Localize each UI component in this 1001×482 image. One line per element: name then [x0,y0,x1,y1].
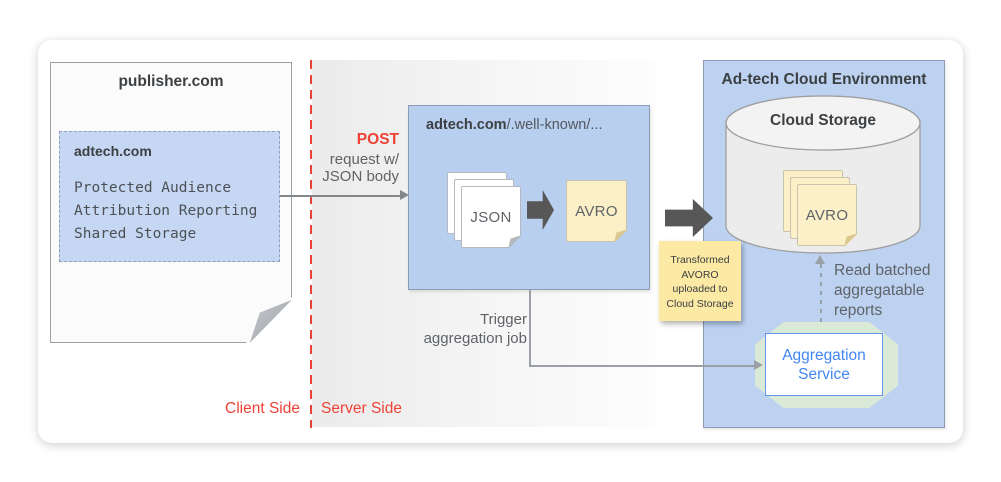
json-doc-label: JSON [470,208,512,226]
adtech-apis-title: adtech.com [74,143,152,159]
api-list: Protected Audience Attribution Reporting… [74,177,274,246]
cloud-environment-title: Ad-tech Cloud Environment [721,71,927,88]
trigger-connector-vertical [529,290,531,366]
endpoint-title: adtech.com/.well-known/... [426,117,603,133]
read-reports-arrow-line [820,264,822,338]
avro-stack-label: AVRO [805,206,849,224]
sticky-note-line2: AVORO [681,268,719,281]
client-server-divider [310,60,312,428]
api-line-protected-audience: Protected Audience [74,180,232,196]
post-request-label: POST request w/ JSON body [300,131,399,185]
api-line-attribution-reporting: Attribution Reporting [74,203,258,219]
trigger-label: Trigger aggregation job [390,310,527,348]
json-doc-front: JSON [461,186,521,248]
sticky-note-line1: Transformed [670,254,730,266]
server-side-label: Server Side [321,400,402,417]
cloud-storage-title: Cloud Storage [770,112,876,129]
post-request-arrowhead-icon [400,190,409,200]
publisher-title: publisher.com [118,73,224,90]
read-reports-label: Read batched aggregatable reports [834,261,946,321]
sticky-note-line4: Cloud Storage [666,297,734,310]
aggregation-service-label: Aggregation Service [782,346,866,383]
endpoint-domain: adtech.com [426,117,507,133]
aggregation-service-box: Aggregation Service [765,333,883,396]
post-request-arrow-line [280,195,401,197]
read-reports-line1: Read batched [834,262,931,279]
client-side-label: Client Side [225,400,300,417]
sticky-note: Transformed AVORO uploaded to Cloud Stor… [659,241,741,321]
post-desc-line1: request w/ [329,151,399,168]
post-desc-line2: JSON body [322,168,399,185]
read-reports-line2: aggregatable [834,282,925,299]
read-reports-line3: reports [834,302,883,319]
api-line-shared-storage: Shared Storage [74,226,197,242]
endpoint-path: /.well-known/... [506,117,603,133]
avro-stack-front: AVRO [797,184,857,246]
trigger-label-line1: Trigger [480,311,527,328]
trigger-connector-horizontal [529,365,755,367]
trigger-arrowhead-icon [754,360,763,370]
trigger-label-line2: aggregation job [423,330,527,347]
adtech-apis-box [59,131,280,262]
read-reports-arrowhead-icon [815,255,825,264]
avro-note-label: AVRO [575,202,618,220]
sticky-note-line3: uploaded to [672,283,728,295]
post-method-label: POST [356,131,399,148]
avro-note: AVRO [566,180,627,242]
